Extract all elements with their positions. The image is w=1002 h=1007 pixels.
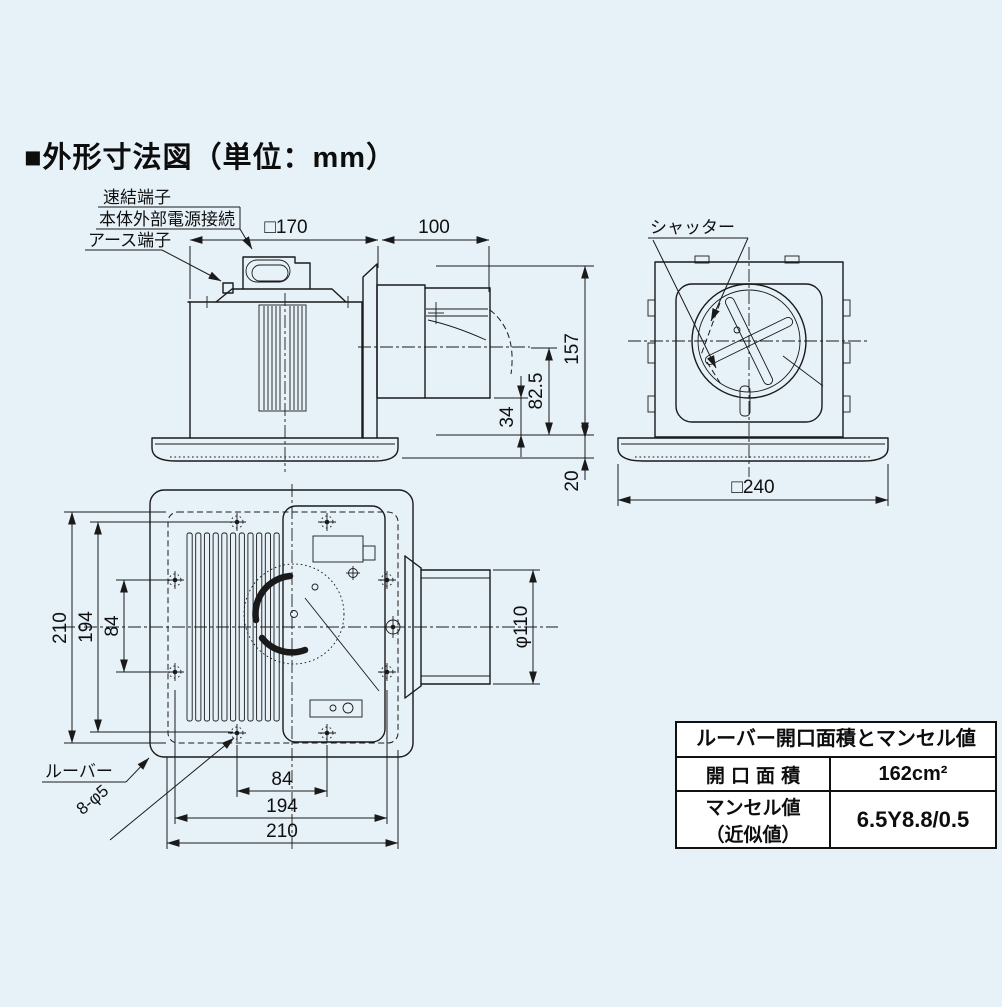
dim-duct-100: 100 (418, 217, 450, 238)
bottom-view-annotations: 210 194 84 84 194 210 (42, 511, 540, 849)
louver-label: ルーバー (45, 762, 113, 781)
side-view-drawing (151, 256, 530, 472)
spec-label-munsell-line2: （近似値） (705, 824, 801, 846)
spec-label-opening-area: 開口面積 (677, 758, 831, 790)
spec-label-munsell-line1: マンセル値 (705, 797, 801, 819)
dim-duct-center-82-5: 82.5 (526, 373, 547, 410)
bottom-view-drawing (62, 484, 558, 852)
dim-height-157: 157 (562, 333, 583, 365)
spec-table: ルーバー開口面積とマンセル値 開口面積 162cm² マンセル値 （近似値） 6… (675, 721, 997, 849)
dim-v-194: 194 (76, 611, 97, 643)
dim-louver-20: 20 (562, 470, 583, 491)
top-view-drawing (617, 247, 889, 477)
spec-value-munsell: 6.5Y8.8/0.5 (856, 806, 970, 832)
spec-table-title: ルーバー開口面積とマンセル値 (677, 723, 995, 758)
dim-duct-bottom-34: 34 (497, 406, 518, 428)
shutter-label: シャッター (650, 218, 735, 237)
spec-row-opening-area: 開口面積 162cm² (677, 758, 995, 792)
dim-h-194: 194 (266, 796, 298, 817)
earth-label: アース端子 (88, 231, 171, 250)
dim-duct-dia-110: φ110 (511, 606, 532, 649)
dim-v-84: 84 (102, 615, 123, 637)
spec-value-opening-area: 162cm² (878, 762, 948, 785)
power-label: 本体外部電源接続 (99, 210, 235, 229)
quick-terminal-label: 速結端子 (103, 188, 171, 207)
spec-label-munsell: マンセル値 （近似値） (677, 792, 831, 847)
dim-width-170: □170 (264, 217, 307, 238)
page-title: ■外形寸法図（単位：mm） (24, 142, 397, 174)
dim-h-84: 84 (271, 769, 293, 790)
spec-row-munsell: マンセル値 （近似値） 6.5Y8.8/0.5 (677, 792, 995, 847)
side-view-annotations: 速結端子 本体外部電源接続 アース端子 □170 100 157 (85, 188, 594, 492)
dim-v-210: 210 (50, 612, 71, 644)
holes-label: 8-φ5 (73, 781, 112, 818)
dim-panel-240: □240 (731, 477, 774, 498)
dim-h-210: 210 (266, 821, 298, 842)
top-view-annotations: シャッター □240 (617, 218, 889, 506)
